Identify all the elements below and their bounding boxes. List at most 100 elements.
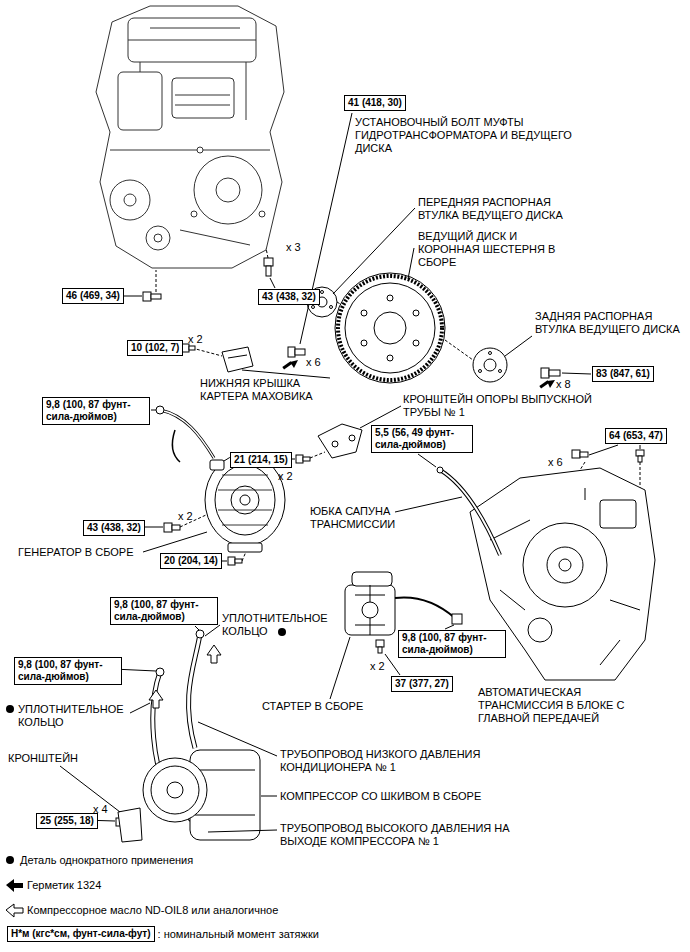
torque-value: 25 (255, 18) xyxy=(40,815,94,827)
torque-value: 20 (204, 14) xyxy=(164,555,218,567)
transaxle xyxy=(523,523,607,607)
drive-plate xyxy=(338,276,442,380)
sealant-arrow xyxy=(282,361,292,369)
leader-line xyxy=(395,497,462,512)
engine-illustration xyxy=(146,226,170,250)
torque-box: 5,5 (56, 49 фунт-сила-дюймов) xyxy=(371,425,473,453)
starter-wire xyxy=(395,597,455,618)
part-label: КОМПРЕССОР СО ШКИВОМ В СБОРЕ xyxy=(280,790,580,803)
starter xyxy=(355,585,385,635)
torque-value: 5,5 (56, 49 фунт-сила-дюймов) xyxy=(375,427,469,451)
ac-pipe xyxy=(156,668,164,676)
torque-value: 46 (469, 34) xyxy=(66,290,120,302)
leader-line xyxy=(205,625,220,636)
quantity-label: x 3 xyxy=(286,241,301,254)
bolt xyxy=(376,640,384,647)
torque-box: 9,8 (100, 87 фунт-сила-дюймов) xyxy=(110,597,218,625)
legend-text: Герметик 1324 xyxy=(27,878,101,892)
one-time-use-dot xyxy=(278,628,286,636)
sealant-arrow xyxy=(547,380,555,388)
torque-value: 10 (102, 7) xyxy=(131,342,179,354)
engine-illustration xyxy=(175,95,230,105)
engine-illustration xyxy=(172,78,234,118)
bolt xyxy=(296,455,303,463)
compressor xyxy=(143,758,207,822)
torque-box: 25 (255, 18) xyxy=(36,813,98,829)
transaxle xyxy=(600,500,636,528)
leader-line xyxy=(505,336,532,356)
leader-line xyxy=(418,454,436,467)
torque-box: 64 (653, 47) xyxy=(605,428,667,444)
spacer xyxy=(484,359,496,371)
wire-harness xyxy=(156,406,214,462)
starter-wire xyxy=(452,614,462,624)
engine-illustration xyxy=(197,147,203,153)
leader-line xyxy=(195,626,199,630)
engine-illustration xyxy=(110,180,150,220)
ac-pipe xyxy=(189,634,200,748)
torque-value: 64 (653, 47) xyxy=(609,430,663,442)
flywheel-cover xyxy=(222,347,253,372)
leader-line xyxy=(60,113,640,832)
quantity-label: x 8 xyxy=(556,378,571,391)
torque-box: Н*м (кгс*см, фунт-сила-фут) xyxy=(7,926,155,942)
spacer xyxy=(473,348,507,382)
wire-harness xyxy=(160,410,214,458)
quantity-label: x 6 xyxy=(548,456,563,469)
compressor xyxy=(118,808,142,842)
legend-symbol xyxy=(6,879,23,892)
torque-box: 41 (418, 30) xyxy=(344,95,406,111)
alternator xyxy=(240,495,250,505)
torque-box: 83 (847, 61) xyxy=(592,366,654,382)
transaxle xyxy=(528,618,552,642)
drive-plate xyxy=(413,340,419,346)
ac-pipe xyxy=(196,630,204,638)
transaxle xyxy=(559,559,571,571)
torque-value: 37 (377, 27) xyxy=(395,678,449,690)
engine-illustration xyxy=(191,211,197,217)
bolt xyxy=(228,557,235,565)
engine-illustration xyxy=(259,211,265,217)
ac-pipe xyxy=(189,634,200,748)
spacer xyxy=(489,352,492,355)
wire-harness xyxy=(172,430,180,462)
quantity-label: x 2 xyxy=(188,333,203,346)
wire-harness xyxy=(160,410,214,458)
breather-hose xyxy=(440,470,500,555)
torque-value: Н*м (кгс*см, фунт-сила-фут) xyxy=(11,928,151,940)
legend-text: : номинальный момент затяжки xyxy=(158,927,319,941)
leader-line xyxy=(151,410,156,411)
starter-wire xyxy=(395,597,462,624)
one-time-use-dot xyxy=(6,705,14,713)
leader-line xyxy=(300,113,352,344)
torque-value: 43 (438, 32) xyxy=(87,522,141,534)
compressor xyxy=(118,750,260,842)
drive-plate xyxy=(374,312,406,344)
bolt xyxy=(164,523,172,532)
torque-box: 43 (438, 32) xyxy=(258,289,320,305)
starter xyxy=(352,572,392,586)
torque-box: 10 (102, 7) xyxy=(127,340,183,356)
leader-line xyxy=(330,637,350,699)
part-label: ЮБКА САПУНА ТРАНСМИССИИ xyxy=(310,505,410,531)
alternator xyxy=(215,465,275,535)
breather-hose xyxy=(437,467,500,555)
torque-box: 9,8 (100, 87 фунт-сила-дюймов) xyxy=(42,397,150,425)
starter xyxy=(345,585,395,635)
torque-box: 21 (214, 15) xyxy=(230,452,292,468)
dashed-line xyxy=(156,270,157,292)
part-label: ПЕРЕДНЯЯ РАСПОРНАЯ ВТУЛКА ВЕДУЩЕГО ДИСКА xyxy=(418,196,588,222)
spacer xyxy=(330,306,333,309)
transaxle xyxy=(490,488,640,665)
bolt xyxy=(541,368,549,378)
engine-illustration xyxy=(96,6,284,268)
exhaust-bracket xyxy=(349,435,355,441)
legend-symbol xyxy=(6,904,23,917)
part-label: НИЖНЯЯ КРЫШКА КАРТЕРА МАХОВИКА xyxy=(200,377,330,403)
quantity-label: x 2 xyxy=(370,660,385,673)
leader-line xyxy=(562,373,591,374)
flywheel-cover xyxy=(228,355,247,358)
drive-plate xyxy=(387,355,393,361)
alternator xyxy=(205,454,285,552)
